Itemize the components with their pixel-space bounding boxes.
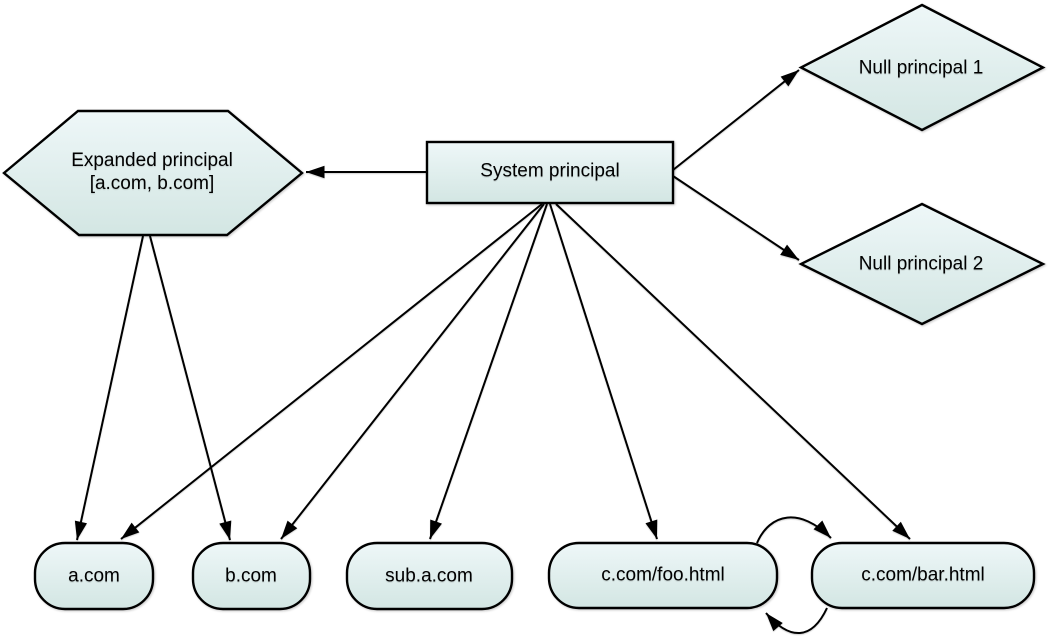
foo-label: c.com/foo.html xyxy=(601,564,725,586)
system-principal-node xyxy=(425,140,675,205)
expanded-principal-label-line2: [a.com, b.com] xyxy=(89,173,215,194)
edge-system-to-bar xyxy=(555,203,911,540)
edge-system-to-bcom xyxy=(280,203,545,540)
edge-system-to-null2 xyxy=(672,175,800,261)
acom-node xyxy=(33,541,155,611)
edge-system-to-null1 xyxy=(672,69,800,171)
edge-system-to-acom xyxy=(120,203,543,540)
expanded-principal-label: Expanded principal [a.com, b.com] xyxy=(71,149,233,195)
edge-system-to-subacom xyxy=(429,203,548,540)
bar-label: c.com/bar.html xyxy=(861,564,985,586)
subacom-label: sub.a.com xyxy=(385,565,473,587)
bcom-node xyxy=(191,541,312,611)
null-principal-2-node xyxy=(798,202,1046,326)
edge-expanded-to-acom xyxy=(74,235,144,541)
nodes-group xyxy=(2,3,1046,611)
acom-label: a.com xyxy=(68,565,120,587)
null-principal-1-label: Null principal 1 xyxy=(858,57,984,79)
bar-node xyxy=(810,541,1036,610)
edge-bar-to-foo xyxy=(765,607,828,634)
foo-node xyxy=(547,541,779,610)
bcom-label: b.com xyxy=(225,565,277,587)
edge-system-to-foo xyxy=(549,203,658,540)
expanded-principal-label-line1: Expanded principal xyxy=(71,150,233,171)
null-principal-1-node xyxy=(798,3,1046,132)
system-principal-label: System principal xyxy=(480,160,620,182)
edge-foo-to-bar xyxy=(756,516,832,544)
edges-group xyxy=(74,69,911,634)
null-principal-2-label: Null principal 2 xyxy=(858,253,984,275)
edge-expanded-to-bcom xyxy=(149,235,232,541)
subacom-node xyxy=(345,541,514,611)
expanded-principal-node xyxy=(2,109,304,237)
